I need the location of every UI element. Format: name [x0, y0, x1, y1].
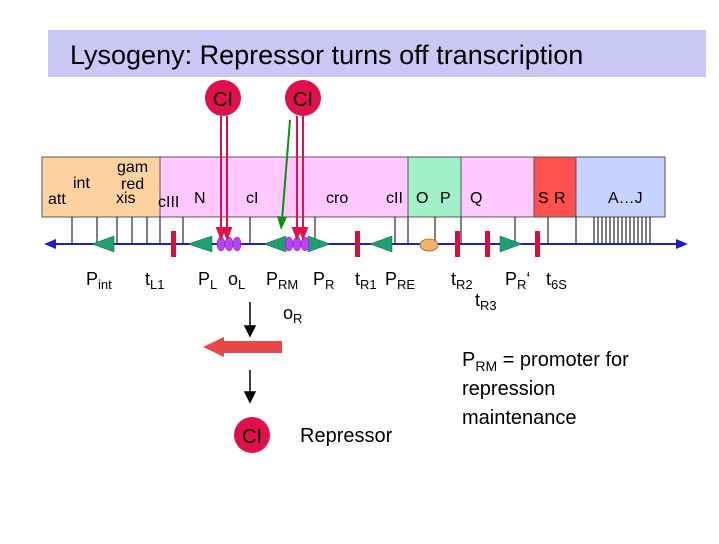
- site-label-pint: Pint: [86, 269, 112, 292]
- terminator-tr3: [485, 231, 490, 257]
- repressor-top-right: CI: [285, 80, 321, 116]
- dna-axis: [44, 239, 688, 249]
- gene-label-r: R: [554, 190, 566, 207]
- gene-label-cro: cro: [326, 190, 348, 207]
- svg-text:maintenance: maintenance: [462, 407, 577, 429]
- promoter-pl: [187, 235, 213, 253]
- gene-label-ci: cI: [246, 190, 258, 207]
- region-recombination: [41, 156, 161, 218]
- svg-text:PRM = promoter for: PRM = promoter for: [462, 349, 629, 374]
- svg-text:CI: CI: [242, 426, 262, 448]
- terminator-tr2: [455, 231, 460, 257]
- site-label-prm: PRM: [266, 269, 298, 292]
- gene-label-s: S: [538, 190, 549, 207]
- gene-label-a-j: A…J: [608, 190, 643, 207]
- flow-arrow-1: [243, 302, 257, 338]
- repressor-top-left: CI: [205, 80, 241, 116]
- site-label-ol: oL: [228, 269, 245, 292]
- repressor-binding-arrows: [215, 116, 309, 241]
- flow-arrow-2: [243, 370, 257, 404]
- operator-ol3: [232, 236, 242, 252]
- repressor-bottom: CI: [234, 417, 270, 453]
- title-banner: [48, 30, 706, 77]
- site-label-pr: PR: [313, 269, 334, 292]
- terminator-t6s: [535, 231, 540, 257]
- gene-label-gam: gam: [117, 159, 148, 176]
- site-label-pl: PL: [198, 269, 217, 292]
- site-label-tr3: tR3: [475, 290, 497, 313]
- gene-label-cii: cII: [386, 190, 403, 207]
- repressor-caption: Repressor: [300, 425, 393, 447]
- site-label-or: oR: [283, 303, 302, 326]
- operators: [216, 236, 310, 252]
- prm-definition: PRM = promoter for repression maintenanc…: [462, 349, 629, 429]
- site-label-t6s: t6S: [546, 269, 567, 292]
- cii-site-oval: [419, 238, 439, 252]
- promoter-prm: [263, 235, 287, 253]
- site-label-tl1: tL1: [145, 269, 164, 292]
- gene-label-o: O: [416, 190, 428, 207]
- region-replication: [407, 156, 462, 218]
- gene-label-xis: xis: [116, 190, 136, 207]
- terminator-tr1: [355, 231, 360, 257]
- svg-text:repression: repression: [462, 378, 555, 400]
- promoter-pint: [91, 235, 115, 253]
- gene-boundaries: [71, 217, 651, 243]
- transcript-arrow: [203, 337, 282, 357]
- promoter-pre: [369, 235, 393, 253]
- promoter-prprime: [499, 235, 523, 253]
- gene-label-ciii: cIII: [158, 194, 179, 211]
- gene-label-p: P: [440, 190, 451, 207]
- gene-label-att: att: [48, 191, 66, 208]
- terminator-tl1: [171, 231, 176, 257]
- gene-label-int: int: [73, 175, 90, 192]
- promoter-pr: [307, 235, 331, 253]
- gene-label-n: N: [194, 190, 206, 207]
- site-label-tr2: tR2: [451, 269, 473, 292]
- site-label-pre: PRE: [385, 269, 415, 292]
- site-label-prprime: PR‘: [505, 269, 530, 292]
- gene-label-red: red: [121, 176, 144, 193]
- region-late: [575, 156, 666, 218]
- green-activation-arrow: [277, 119, 291, 230]
- gene-label-q: Q: [470, 190, 482, 207]
- promoters: [91, 235, 523, 253]
- operator-or3: [300, 236, 310, 252]
- terminators: [171, 231, 540, 257]
- region-regulation: [460, 156, 535, 218]
- slide-title: Lysogeny: Repressor turns off transcript…: [70, 40, 583, 70]
- region-lysis: [533, 156, 577, 218]
- site-label-tr1: tR1: [355, 269, 377, 292]
- svg-text:CI: CI: [293, 89, 313, 111]
- svg-text:CI: CI: [213, 89, 233, 111]
- operator-ol2: [224, 236, 234, 252]
- operator-or1: [284, 236, 294, 252]
